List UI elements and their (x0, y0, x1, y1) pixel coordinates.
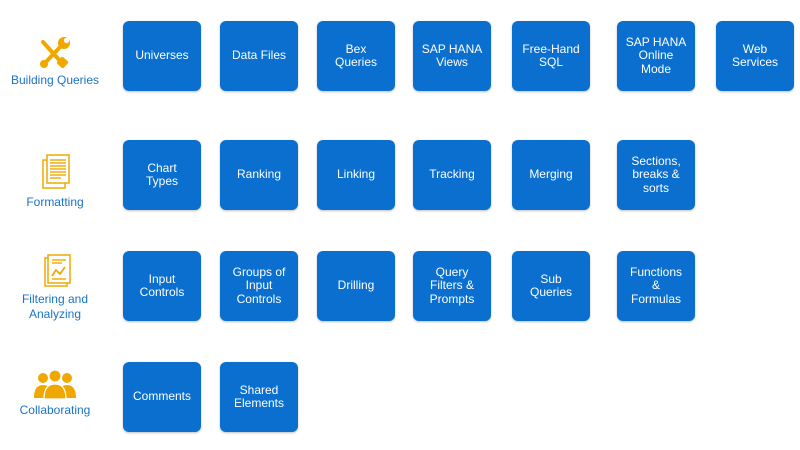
tile-drilling[interactable]: Drilling (317, 251, 395, 321)
tile-chart-types[interactable]: Chart Types (123, 140, 201, 210)
category-label: Collaborating (19, 403, 91, 417)
tile-shared-elements[interactable]: Shared Elements (220, 362, 298, 432)
tools-icon (40, 37, 70, 69)
tile-universes[interactable]: Universes (123, 21, 201, 91)
tile-sap-hana-online-mode[interactable]: SAP HANA Online Mode (617, 21, 695, 91)
tile-sub-queries[interactable]: Sub Queries (512, 251, 590, 321)
users-group-icon (34, 369, 76, 400)
tile-functions-formulas[interactable]: Functions & Formulas (617, 251, 695, 321)
tile-tracking[interactable]: Tracking (413, 140, 491, 210)
category-building-queries: Building Queries (0, 36, 110, 88)
tile-bex-queries[interactable]: Bex Queries (317, 21, 395, 91)
tile-data-files[interactable]: Data Files (220, 21, 298, 91)
tile-comments[interactable]: Comments (123, 362, 201, 432)
tile-merging[interactable]: Merging (512, 140, 590, 210)
category-label: Building Queries (10, 73, 100, 87)
tile-sap-hana-views[interactable]: SAP HANA Views (413, 21, 491, 91)
category-formatting: Formatting (0, 152, 110, 210)
document-icon (42, 154, 70, 189)
category-label: Filtering and Analyzing (21, 292, 89, 321)
category-label: Formatting (26, 195, 84, 209)
tile-groups-of-input-controls[interactable]: Groups of Input Controls (220, 251, 298, 321)
tile-input-controls[interactable]: Input Controls (123, 251, 201, 321)
tile-sections-breaks-sorts[interactable]: Sections, breaks & sorts (617, 140, 695, 210)
analysis-report-icon (44, 254, 71, 287)
tile-ranking[interactable]: Ranking (220, 140, 298, 210)
category-filtering-and-analyzing: Filtering and Analyzing (0, 253, 110, 322)
tile-query-filters-prompts[interactable]: Query Filters & Prompts (413, 251, 491, 321)
tile-free-hand-sql[interactable]: Free-Hand SQL (512, 21, 590, 91)
category-collaborating: Collaborating (0, 368, 110, 418)
tile-web-services[interactable]: Web Services (716, 21, 794, 91)
tile-linking[interactable]: Linking (317, 140, 395, 210)
